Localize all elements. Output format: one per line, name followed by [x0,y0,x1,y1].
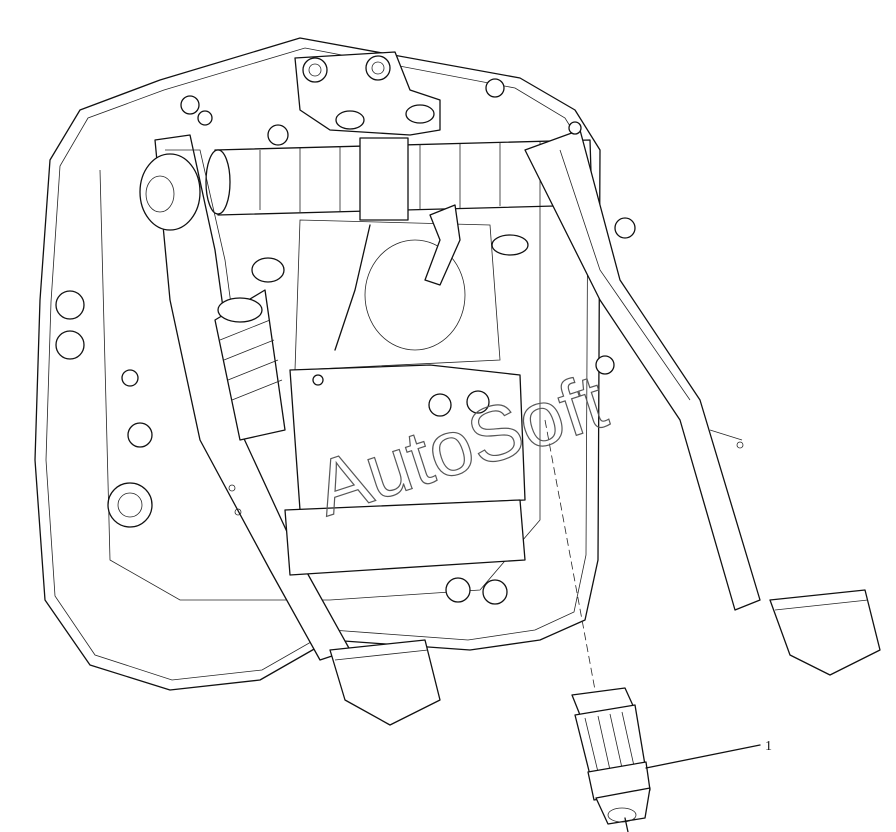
upper-bracket [180,51,505,136]
central-housing [55,121,636,605]
left-pedal-arm [139,134,441,726]
switch-centerline [544,419,596,691]
callout-1: 1 [645,739,772,769]
callout-1-label: 1 [765,739,772,754]
pivot-shaft [205,124,593,221]
pedal-switch [571,687,651,832]
push-rod-cylinder [214,257,286,441]
right-pedal-arm [524,129,881,676]
